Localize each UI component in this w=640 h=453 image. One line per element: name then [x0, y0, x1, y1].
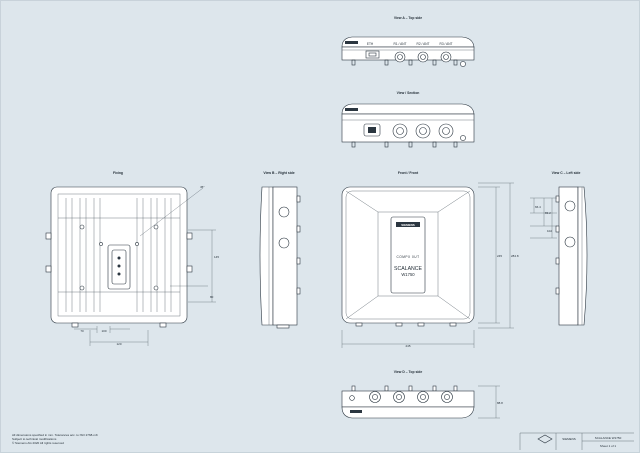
dim-back-vertical2: 80: [210, 295, 214, 299]
eth-port: [365, 50, 380, 59]
title-block-doc-no: SCALANCE W1750: [595, 436, 622, 440]
dim-front-height: 245: [497, 254, 502, 258]
front-status-text: COMPX 0UT: [396, 255, 419, 259]
view-front: Front / Front SIEMENS COMPX 0UT SCALANCE…: [341, 171, 519, 348]
dim-side-b: 83.2: [545, 211, 551, 215]
title-block-logo-icon: [537, 434, 553, 444]
notes-block: All dimensions specified in mm. Toleranc…: [12, 433, 98, 445]
front-brand-plate: [396, 222, 420, 227]
conn-label-eth: ETH: [367, 42, 374, 46]
view-top: View A – Top side ETH R1 / ANT R2 / ANT …: [341, 16, 475, 67]
view-top-label: View A – Top side: [394, 16, 422, 20]
ant-connector-3: [440, 51, 452, 63]
conn-label-r2: R2 / ANT: [417, 42, 430, 46]
view-left-side-label: View C – Left side: [552, 171, 581, 175]
front-product-line1: SCALANCE: [394, 266, 423, 272]
dim-side-c: 102: [547, 229, 552, 233]
dim-back-vertical1: 145: [214, 255, 219, 259]
title-block: SIEMENS SCALANCE W1750 Sheet 1 of 1: [519, 432, 634, 450]
title-block-brand: SIEMENS: [562, 437, 576, 441]
title-block-sheet: Sheet 1 of 1: [600, 444, 617, 448]
view-bottom: View D – Top side 88.8: [341, 370, 503, 419]
dim-back-width3: 120: [116, 342, 121, 346]
view-right-side-label: View B – Right side: [263, 171, 294, 175]
view-back: Fixing 120: [45, 171, 219, 346]
dim-angle: 45°: [200, 185, 205, 189]
view-left-side: View C – Left side 66.4 83.2 102: [530, 171, 588, 326]
top-logo-plate: [345, 41, 358, 44]
conn-label-r1: R1 / ANT: [394, 42, 407, 46]
dim-front-width: 245: [405, 344, 410, 348]
view-bottom-label: View D – Top side: [394, 370, 423, 374]
note-line-1: All dimensions specified in mm. Toleranc…: [12, 433, 98, 437]
note-line-3: © Siemens AG 2020 All rights reserved: [12, 441, 64, 445]
dim-back-width2: 100: [101, 329, 106, 333]
front-brand: SIEMENS: [401, 223, 415, 227]
view-back-label: Fixing: [113, 171, 123, 175]
view-section-label: View / Section: [397, 91, 420, 95]
view-front-label: Front / Front: [398, 171, 419, 175]
dim-side-a: 66.4: [535, 205, 541, 209]
ant-connector-1: [394, 51, 406, 63]
view-right-side: View B – Right side: [259, 171, 301, 329]
front-product-line2: W1750: [401, 272, 415, 277]
ant-connector-2: [417, 51, 429, 63]
front-label-panel: [390, 216, 426, 294]
dim-back-width1: 70: [80, 329, 84, 333]
conn-label-r3: R3 / ANT: [440, 42, 453, 46]
dim-bottom-depth: 88.8: [497, 401, 503, 405]
dim-front-height-total: 284.8: [511, 254, 519, 258]
view-section: View / Section: [341, 91, 475, 148]
note-line-2: Subject to technical modifications: [12, 437, 57, 441]
